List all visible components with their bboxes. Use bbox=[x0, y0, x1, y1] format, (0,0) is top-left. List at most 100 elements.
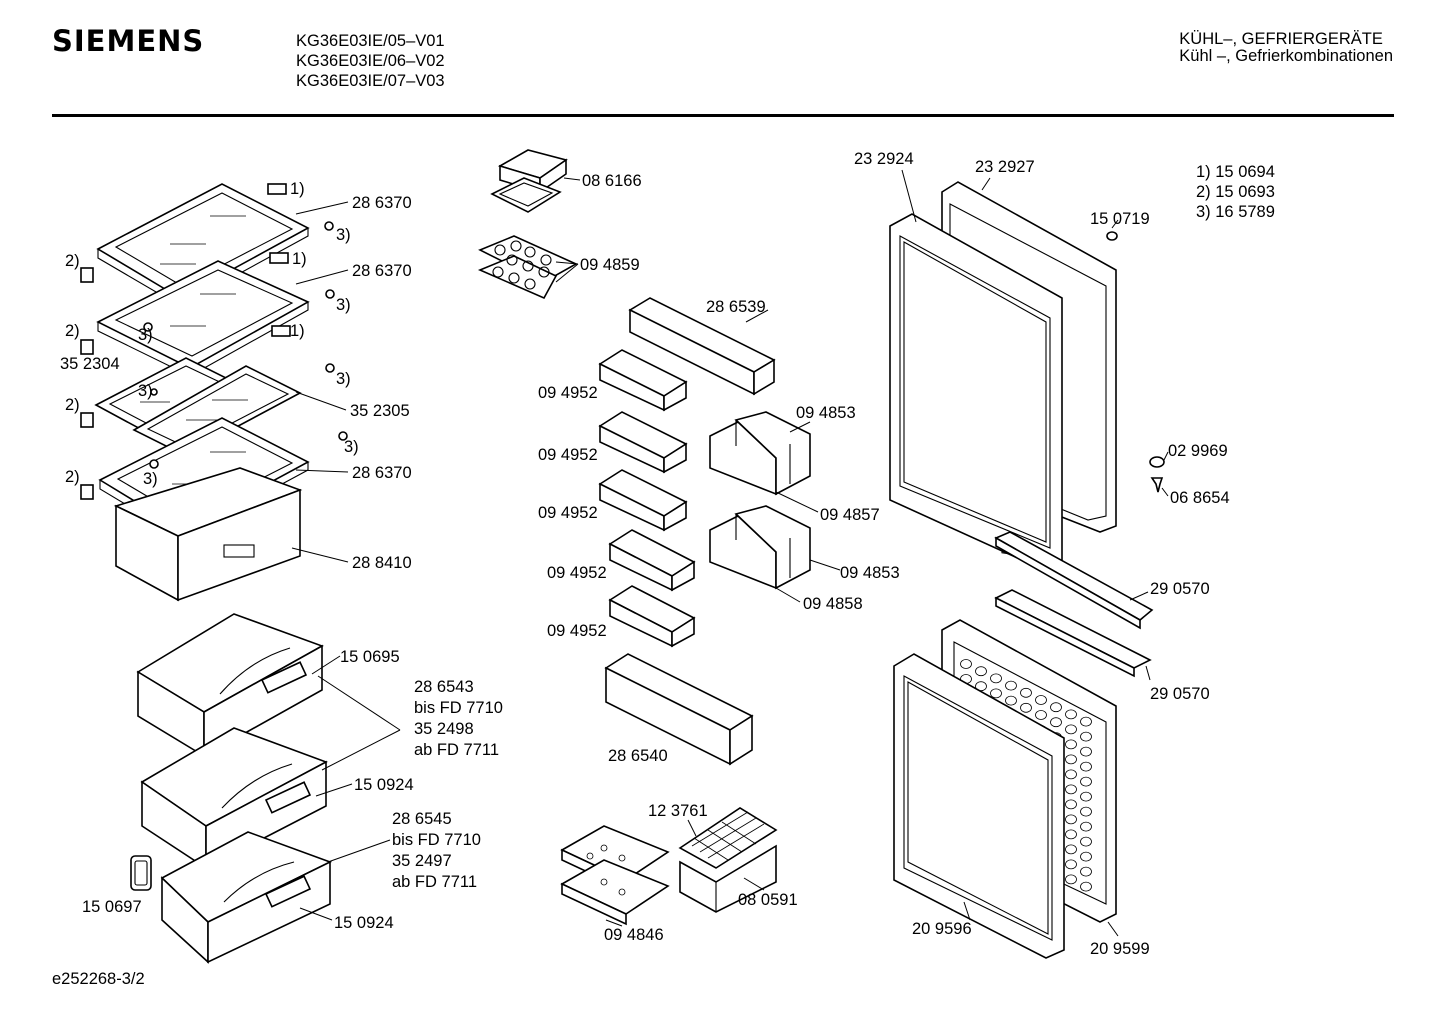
door-dimple bbox=[990, 688, 1002, 699]
door-dimple bbox=[960, 659, 972, 669]
door-dimple bbox=[1080, 716, 1092, 727]
label-glass-shelf-top: 28 6370 bbox=[352, 194, 412, 212]
bottle-holder-upper bbox=[709, 411, 811, 496]
category-line-2: Kühl –, Gefrierkombinationen bbox=[1179, 47, 1393, 65]
label-door-lower: 20 9599 bbox=[1090, 940, 1150, 958]
label-door-shelf-small-3: 09 4952 bbox=[538, 504, 598, 522]
label-door-shelf-small-1: 09 4952 bbox=[538, 384, 598, 402]
callout-1-a: 1) bbox=[290, 180, 305, 198]
door-dimple bbox=[1080, 746, 1092, 757]
label-door-shelf-long: 28 6539 bbox=[706, 298, 766, 316]
door-dimple bbox=[1020, 702, 1032, 713]
label-crisper-info-1-a: 28 6543 bbox=[414, 678, 474, 696]
label-ice-tray: 12 3761 bbox=[648, 802, 708, 820]
door-shelf-small-4 bbox=[608, 529, 696, 592]
door-dimple bbox=[1035, 695, 1047, 705]
callout-1-c: 1) bbox=[290, 322, 305, 340]
label-crisper-info-2-a: 28 6545 bbox=[392, 810, 452, 828]
door-bushing bbox=[1149, 456, 1165, 468]
door-dimple bbox=[1050, 717, 1062, 728]
callout-3-f: 3) bbox=[138, 382, 153, 400]
door-dimple bbox=[1080, 866, 1092, 877]
door-dimple bbox=[1020, 687, 1032, 698]
callout-2-a: 2) bbox=[65, 252, 80, 270]
callout-2-c: 2) bbox=[65, 396, 80, 414]
door-dimple bbox=[1080, 806, 1092, 817]
door-cap bbox=[1106, 231, 1118, 241]
label-door-upper: 23 2927 bbox=[975, 158, 1035, 176]
label-egg-tray: 09 4859 bbox=[580, 256, 640, 274]
door-dimple bbox=[1065, 724, 1077, 735]
label-door-gasket-lower: 20 9596 bbox=[912, 920, 972, 938]
door-dimple bbox=[1080, 731, 1092, 742]
crisper-drawer-lower bbox=[160, 831, 333, 964]
legend-item-1: 1) 15 0694 bbox=[1196, 163, 1275, 181]
door-dimple bbox=[1080, 791, 1092, 802]
model-1: KG36E03IE/05–V01 bbox=[296, 32, 445, 50]
door-dimple bbox=[1080, 776, 1092, 787]
door-dimple bbox=[1065, 844, 1077, 855]
label-crisper-info-1-c: 35 2498 bbox=[414, 720, 474, 738]
label-door-shelf-small-5: 09 4952 bbox=[547, 622, 607, 640]
label-bottle-holder-b: 09 4857 bbox=[820, 506, 880, 524]
label-bottle-holder-d: 09 4858 bbox=[803, 595, 863, 613]
door-dimple bbox=[1065, 874, 1077, 885]
door-dimple bbox=[1065, 814, 1077, 825]
door-dimple bbox=[1080, 851, 1092, 862]
cover-strip bbox=[994, 589, 1152, 678]
door-dimple bbox=[1065, 754, 1077, 765]
callout-3-d: 3) bbox=[344, 438, 359, 456]
brand-logo: SIEMENS bbox=[52, 24, 205, 58]
label-crisper-handle-mid: 15 0924 bbox=[354, 776, 414, 794]
label-crisper-info-1-b: bis FD 7710 bbox=[414, 699, 503, 717]
label-bottle-holder-c: 09 4853 bbox=[840, 564, 900, 582]
callout-2-b: 2) bbox=[65, 322, 80, 340]
butter-box bbox=[490, 149, 568, 213]
callout-1-b: 1) bbox=[292, 250, 307, 268]
crisper-clip bbox=[130, 855, 152, 891]
label-crisper-handle-upper: 15 0695 bbox=[340, 648, 400, 666]
leader-lines bbox=[291, 169, 1169, 937]
door-shelf-bottom bbox=[604, 653, 754, 766]
model-2: KG36E03IE/06–V02 bbox=[296, 52, 445, 70]
bottle-holder-lower bbox=[709, 505, 811, 590]
callout-3-e: 3) bbox=[138, 326, 153, 344]
hinge-bar bbox=[994, 531, 1154, 630]
chiller-drawer bbox=[113, 467, 303, 602]
split-shelf-right bbox=[132, 365, 302, 456]
label-door-screw: 06 8654 bbox=[1170, 489, 1230, 507]
door-dimple bbox=[1065, 859, 1077, 870]
door-dimple bbox=[1065, 769, 1077, 780]
glass-shelf-second bbox=[96, 260, 310, 377]
door-dimple bbox=[1005, 695, 1017, 706]
ice-cube-tray bbox=[678, 807, 778, 913]
callout-3-c: 3) bbox=[336, 370, 351, 388]
label-glass-shelf-bottom: 28 6370 bbox=[352, 464, 412, 482]
door-dimple bbox=[1080, 881, 1092, 892]
door-shelf-small-2 bbox=[598, 411, 688, 474]
label-crisper-info-2-c: 35 2497 bbox=[392, 852, 452, 870]
door-dimple bbox=[1065, 829, 1077, 840]
category-line-1: KÜHL–, GEFRIERGERÄTE bbox=[1179, 30, 1383, 48]
door-dimple bbox=[1065, 799, 1077, 810]
lower-door-gasket bbox=[893, 653, 1065, 959]
label-split-shelf: 35 2305 bbox=[350, 402, 410, 420]
label-door-shelf-small-2: 09 4952 bbox=[538, 446, 598, 464]
model-list: KG36E03IE/05–V01 KG36E03IE/06–V02 KG36E0… bbox=[296, 31, 445, 91]
label-hinge-bar: 29 0570 bbox=[1150, 580, 1210, 598]
label-chiller-drawer: 28 8410 bbox=[352, 554, 412, 572]
door-dimple bbox=[1065, 709, 1077, 720]
door-dimple bbox=[1080, 836, 1092, 847]
callout-3-a: 3) bbox=[336, 226, 351, 244]
label-crisper-info-1-d: ab FD 7711 bbox=[414, 741, 499, 759]
category-heading: KÜHL–, GEFRIERGERÄTE Kühl –, Gefrierkomb… bbox=[1179, 31, 1393, 65]
door-dimple bbox=[1005, 680, 1017, 691]
callout-3-g: 3) bbox=[143, 470, 158, 488]
shelf-support-clip-icons bbox=[80, 183, 348, 500]
drawing-number: e252268-3/2 bbox=[52, 970, 145, 988]
door-dimple bbox=[1050, 702, 1062, 713]
label-ice-box: 08 0591 bbox=[738, 891, 798, 909]
label-crisper-handle-low: 15 0924 bbox=[334, 914, 394, 932]
label-bottle-holder-a: 09 4853 bbox=[796, 404, 856, 422]
